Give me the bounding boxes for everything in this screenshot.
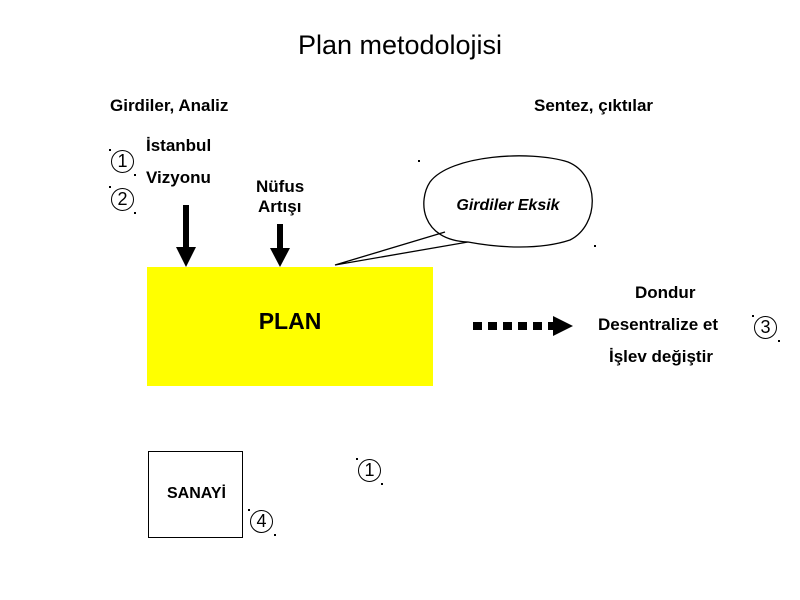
marker-dot [594, 245, 596, 247]
output-islev-degistir: İşlev değiştir [609, 347, 713, 366]
plan-box: PLAN [147, 267, 433, 386]
marker-dot [381, 483, 383, 485]
dashed-arrow-to-outputs [473, 316, 573, 336]
sanayi-label: SANAYİ [167, 485, 226, 502]
arrow-nufus-to-plan [270, 224, 290, 267]
output-dondur: Dondur [635, 283, 696, 302]
marker-dot [274, 534, 276, 536]
marker-dot [134, 212, 136, 214]
badge-1-istanbul: 1 [111, 150, 134, 173]
badge-1-sanayi: 1 [358, 459, 381, 482]
input-nufus-label: Nüfus Artışı [256, 177, 304, 217]
marker-dot [248, 509, 250, 511]
badge-4-sanayi: 4 [250, 510, 273, 533]
marker-dot [778, 340, 780, 342]
plan-label: PLAN [258, 308, 322, 334]
marker-dot [418, 160, 420, 162]
input-vizyonu-label: Vizyonu [146, 168, 211, 187]
marker-dot [134, 174, 136, 176]
callout-bubble [334, 155, 593, 266]
marker-dot [109, 149, 111, 151]
page-title: Plan metodolojisi [297, 30, 503, 60]
badge-3-outputs: 3 [754, 316, 777, 339]
input-nufus-line1: Nüfus [256, 177, 305, 196]
badge-2-vizyonu: 2 [111, 188, 134, 211]
arrow-istanbul-to-plan [176, 205, 196, 267]
inputs-analysis-header: Girdiler, Analiz [110, 96, 229, 115]
marker-dot [752, 315, 754, 317]
marker-dot [356, 458, 358, 460]
input-nufus-line2: Artışı [258, 197, 302, 216]
output-desentralize: Desentralize et [598, 315, 718, 334]
sanayi-box: SANAYİ [148, 451, 243, 538]
callout-text: Girdiler Eksik [456, 197, 560, 214]
input-istanbul-label: İstanbul [146, 136, 212, 155]
outputs-synthesis-header: Sentez, çıktılar [534, 96, 654, 115]
marker-dot [109, 186, 111, 188]
